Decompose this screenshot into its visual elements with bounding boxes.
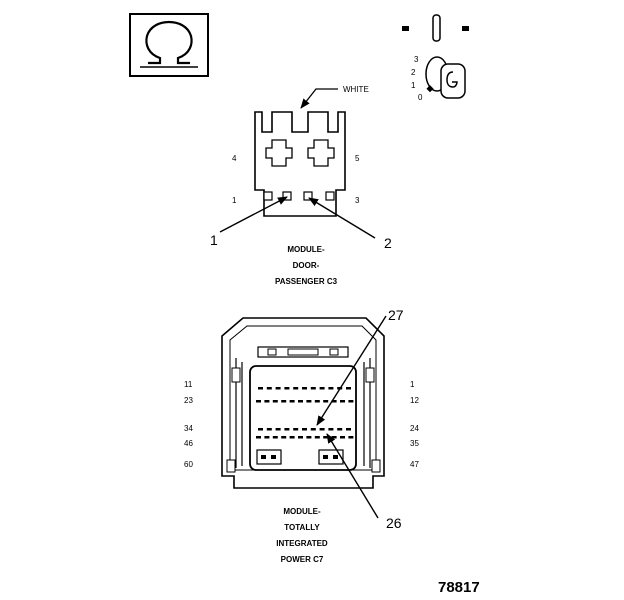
terminal-cavity [306,436,312,439]
callout-arrow-2 [308,197,376,239]
c3-caption-line-3: PASSENGER C3 [275,277,338,286]
pin-label-3: 3 [355,196,360,205]
terminal-cavity [266,428,272,431]
terminal-cavity [298,436,303,439]
c7-caption-line-1: MODULE- [283,507,321,516]
color-leader-line [300,88,338,109]
terminal-block-left [256,449,282,465]
terminal-cavity [284,428,290,431]
c7-caption-line-4: POWER C7 [281,555,324,564]
callout-arrow-1 [219,196,288,233]
terminal-cavity [323,400,329,403]
terminal-cavity [306,400,312,403]
c3-caption-line-1: MODULE- [287,245,325,254]
pin-label-left-23: 23 [184,396,193,405]
terminal-3 [325,191,335,201]
pin-label-5: 5 [355,154,360,163]
c7-caption-line-2: TOTALLY [284,523,320,532]
terminal-cavity [348,400,354,403]
connector-color-label: WHITE [343,85,369,94]
terminal-cavity [281,436,287,439]
terminal-square [263,191,273,201]
terminal-cavity [314,400,320,403]
terminal-cavity [310,387,316,390]
terminal-cavity [298,400,303,403]
terminal-cavity [346,387,351,390]
pin-label-right-35: 35 [410,439,419,448]
terminal-cavity [337,428,343,431]
terminal-cavity [302,428,307,431]
terminal-cavity [258,387,263,390]
ohm-icon [129,13,209,77]
terminal-cavity [331,400,337,403]
pin-label-right-24: 24 [410,424,419,433]
terminal-2 [303,191,313,201]
c3-caption-line-2: DOOR- [293,261,320,270]
door-connector-c3: 4 5 1 3 WHITE 1 2 MODULE- DOOR- PASSENGE… [210,85,392,286]
callout-arrow-27 [316,315,387,426]
cavity-5 [307,139,335,167]
switch-position-2: 2 [411,68,416,77]
callout-arrow-26 [326,433,379,519]
pin-label-left-11: 11 [184,380,193,389]
pin-label-right-1: 1 [410,380,415,389]
ignition-switch-icon: 3 2 1 0 [402,14,469,102]
terminal-cavity [328,428,334,431]
terminal-cavity [346,428,351,431]
terminal-cavity [264,400,270,403]
terminal-cavity [264,436,270,439]
terminal-cavity [272,436,278,439]
terminal-cavity [293,387,299,390]
pin-label-4: 4 [232,154,237,163]
pin-label-left-46: 46 [184,439,193,448]
terminal-cavity [272,400,278,403]
figure-number: 78817 [438,579,480,596]
callout-27: 27 [388,307,404,323]
callout-2: 2 [384,235,392,251]
callout-26: 26 [386,515,402,531]
cavity-4 [265,139,293,167]
terminal-cavity [310,428,316,431]
terminal-cavity [258,428,263,431]
pin-label-1: 1 [232,196,237,205]
terminal-block-right [318,449,344,465]
pin-label-left-60: 60 [184,460,193,469]
terminal-cavity [340,400,345,403]
terminal-cavity [289,436,295,439]
pin-label-right-12: 12 [410,396,419,405]
callout-1: 1 [210,232,218,248]
terminal-cavity [319,428,325,431]
terminal-cavity [319,387,325,390]
terminal-cavity [323,436,329,439]
switch-position-0: 0 [418,93,423,102]
switch-position-3: 3 [414,55,419,64]
terminal-cavity [284,387,290,390]
terminal-cavity [331,436,337,439]
terminal-cavity [340,436,345,439]
terminal-cavity [348,436,354,439]
c7-caption-line-3: INTEGRATED [276,539,328,548]
terminal-cavity [256,436,261,439]
terminal-cavity [275,387,281,390]
terminal-cavity [314,436,320,439]
terminal-cavity [289,400,295,403]
switch-position-1: 1 [411,81,416,90]
pin-label-left-34: 34 [184,424,193,433]
terminal-cavity [266,387,272,390]
terminal-cavity [275,428,281,431]
pin-label-right-47: 47 [410,460,419,469]
tip-connector-c7: 11 23 34 46 60 1 12 24 35 47 27 26 MODUL… [184,307,419,564]
terminal-cavity [293,428,299,431]
terminal-cavity [302,387,307,390]
terminal-cavity [281,400,287,403]
terminal-cavity [328,387,334,390]
terminal-cavity [256,400,261,403]
